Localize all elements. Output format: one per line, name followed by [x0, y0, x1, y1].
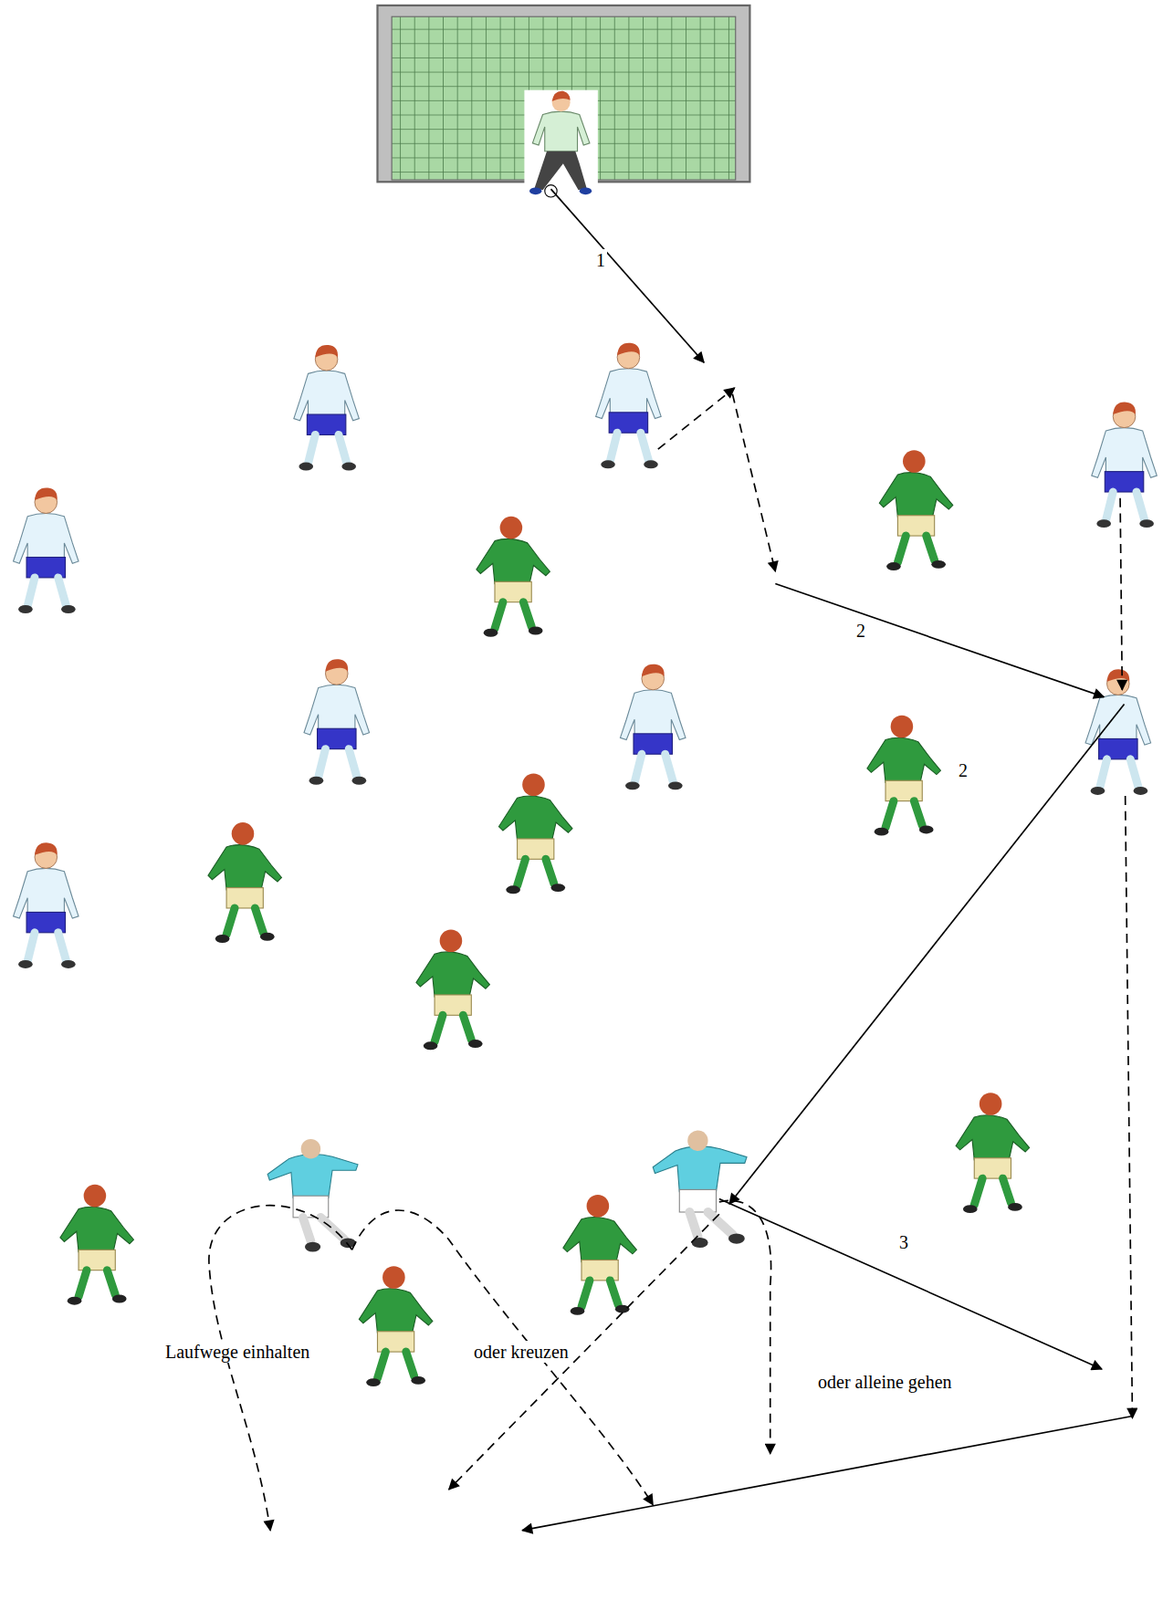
players-light: [13, 343, 1158, 969]
callout-number: 1: [594, 249, 608, 272]
callout-number: 2: [956, 759, 970, 782]
callout-number: 2: [854, 619, 868, 642]
players-green: [60, 450, 1030, 1387]
note-text: oder kreuzen: [471, 1341, 571, 1363]
passes: [522, 188, 1132, 1531]
callout-number: 3: [897, 1231, 911, 1254]
note-text: Laufwege einhalten: [163, 1341, 312, 1363]
note-text: oder alleine gehen: [816, 1371, 954, 1394]
players-attack: [267, 1131, 747, 1253]
runs: [209, 387, 1133, 1531]
goalkeeper: [523, 90, 598, 198]
